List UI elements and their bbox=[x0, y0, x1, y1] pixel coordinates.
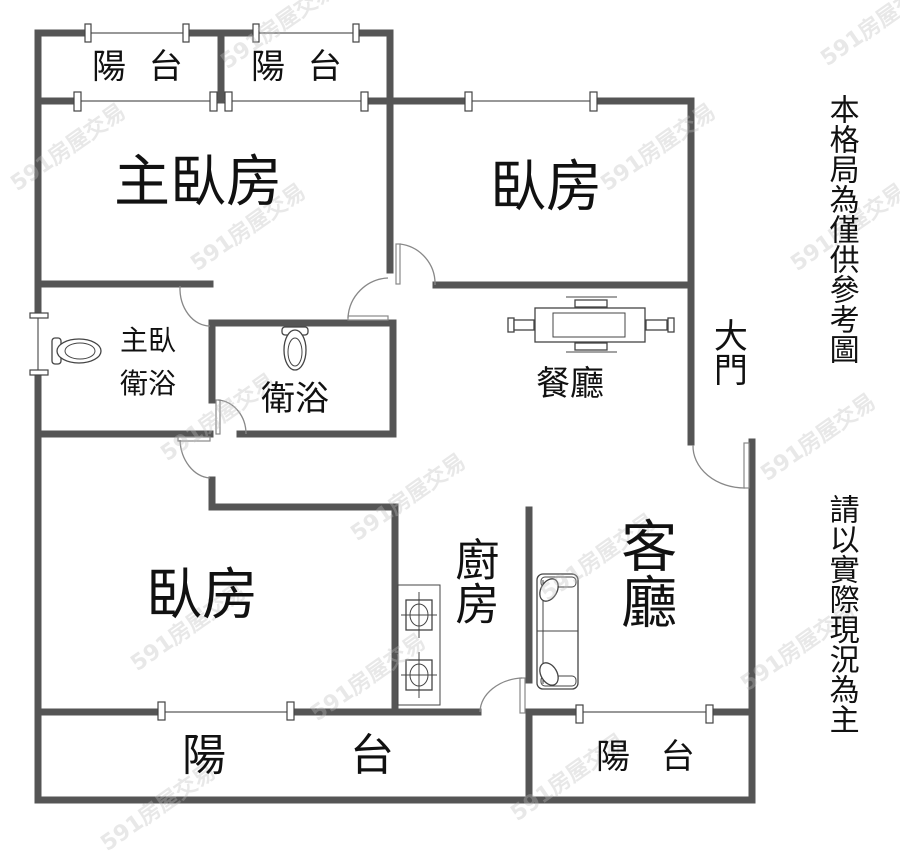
stove-icon bbox=[397, 584, 441, 706]
label-master-bedroom: 主臥房 bbox=[114, 150, 282, 215]
label-balcony-bottom-left-2: 台 bbox=[350, 730, 394, 781]
label-master-bath-1: 主臥 bbox=[120, 324, 177, 357]
doors bbox=[177, 243, 750, 714]
label-living-room: 客廳 bbox=[611, 517, 677, 629]
label-bedroom-top: 臥房 bbox=[490, 155, 602, 220]
label-bathroom: 衛浴 bbox=[261, 379, 329, 419]
label-master-bath-2: 衛浴 bbox=[120, 367, 177, 400]
label-kitchen: 廚房 bbox=[447, 537, 499, 625]
windows bbox=[29, 23, 714, 724]
label-balcony-top-left: 陽 台 bbox=[92, 47, 189, 87]
label-balcony-top-mid: 陽 台 bbox=[251, 47, 348, 87]
toilet-icon bbox=[281, 326, 309, 371]
label-main-door: 大門 bbox=[707, 318, 748, 386]
label-dining-room: 餐廳 bbox=[536, 364, 604, 404]
label-bedroom-bottom: 臥房 bbox=[146, 563, 258, 628]
floor-plan-drawing bbox=[29, 23, 756, 804]
toilet-icon bbox=[51, 337, 102, 365]
sofa-icon bbox=[536, 573, 579, 690]
walls bbox=[34, 29, 756, 804]
disclaimer-line-1: 本格局為僅供參考圖 bbox=[823, 94, 859, 364]
disclaimer-line-2: 請以實際現況為主 bbox=[823, 494, 859, 734]
label-balcony-bottom-right: 陽 台 bbox=[596, 737, 705, 777]
dining-table-icon bbox=[507, 296, 675, 353]
label-balcony-bottom-left-1: 陽 bbox=[182, 730, 226, 781]
